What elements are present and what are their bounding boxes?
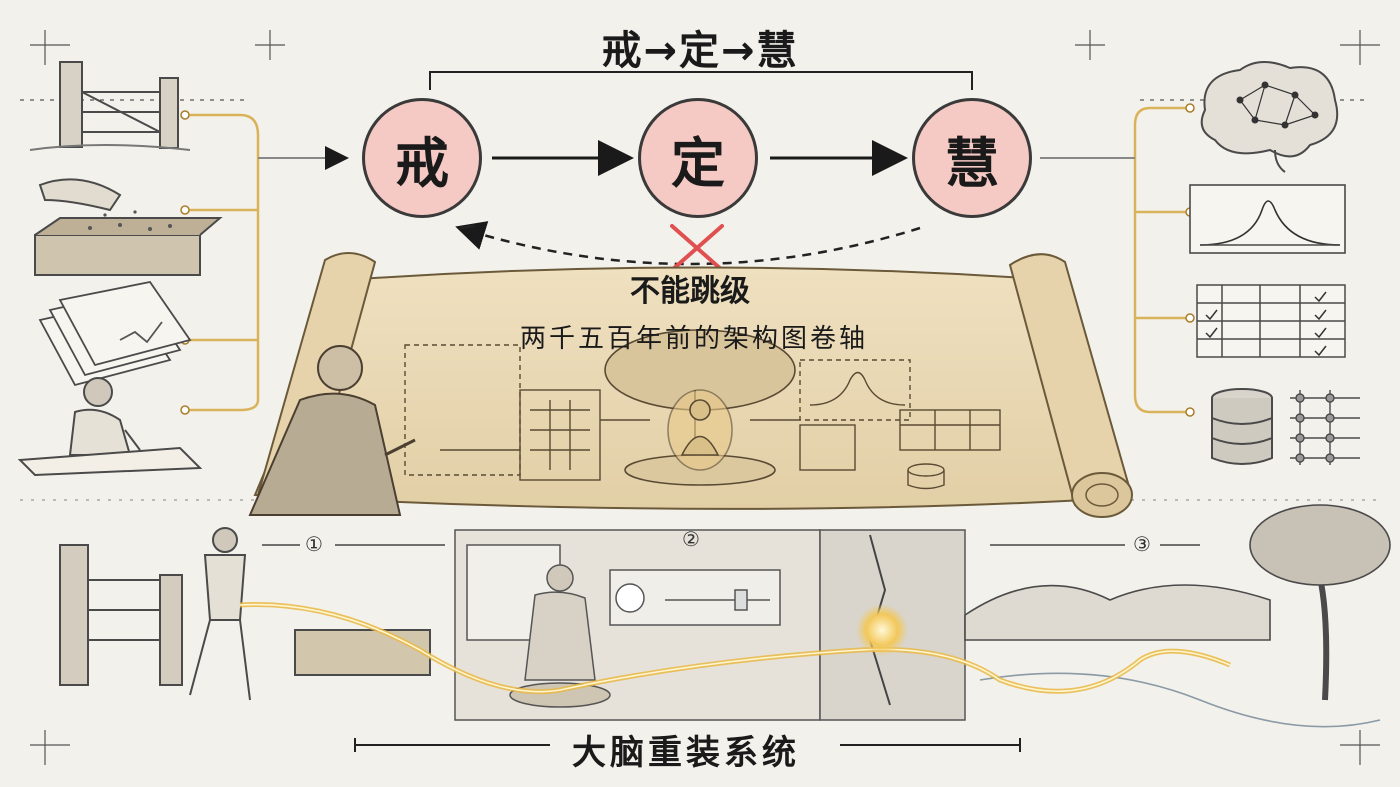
panel-number-3: ③: [1133, 532, 1151, 556]
buddha-tree-icon: [604, 329, 796, 486]
no-skip-label: 不能跳级: [630, 274, 750, 309]
skip-arc: [455, 221, 921, 266]
student-writing-icon: [17, 377, 203, 477]
brain-icon: [1200, 61, 1339, 173]
top-bracket: [429, 71, 973, 90]
right-connectors: [1040, 106, 1190, 414]
scroll-caption: 两千五百年前的架构图卷轴: [520, 324, 869, 354]
panel-number-1: ①: [305, 532, 323, 556]
scroll: [248, 252, 1133, 518]
stage-circle-3: 慧: [912, 98, 1032, 218]
bottom-caption: 大脑重装系统: [572, 733, 800, 773]
hand-tray-icon: [34, 178, 223, 276]
light-burst: [856, 604, 908, 656]
page-title: 戒→定→慧: [601, 28, 799, 74]
checklist-table-icon: [1196, 284, 1346, 358]
monk-figure: [248, 345, 416, 516]
gate-icon: [29, 61, 191, 151]
bottom-right-landscape: [964, 504, 1391, 728]
database-icon: [1211, 388, 1273, 465]
left-connectors: [185, 113, 349, 412]
bottom-dimension-line: [354, 738, 1021, 752]
node-grid-icon: [1290, 390, 1360, 465]
papers-icon: [38, 281, 192, 387]
stage-circle-1: 戒: [362, 98, 482, 218]
bottom-left-scene: [59, 527, 431, 701]
stage-circle-2: 定: [638, 98, 758, 218]
panel-number-2: ②: [682, 527, 700, 551]
bell-curve-chart-icon: [1189, 184, 1346, 254]
cross-icon: [670, 224, 724, 272]
